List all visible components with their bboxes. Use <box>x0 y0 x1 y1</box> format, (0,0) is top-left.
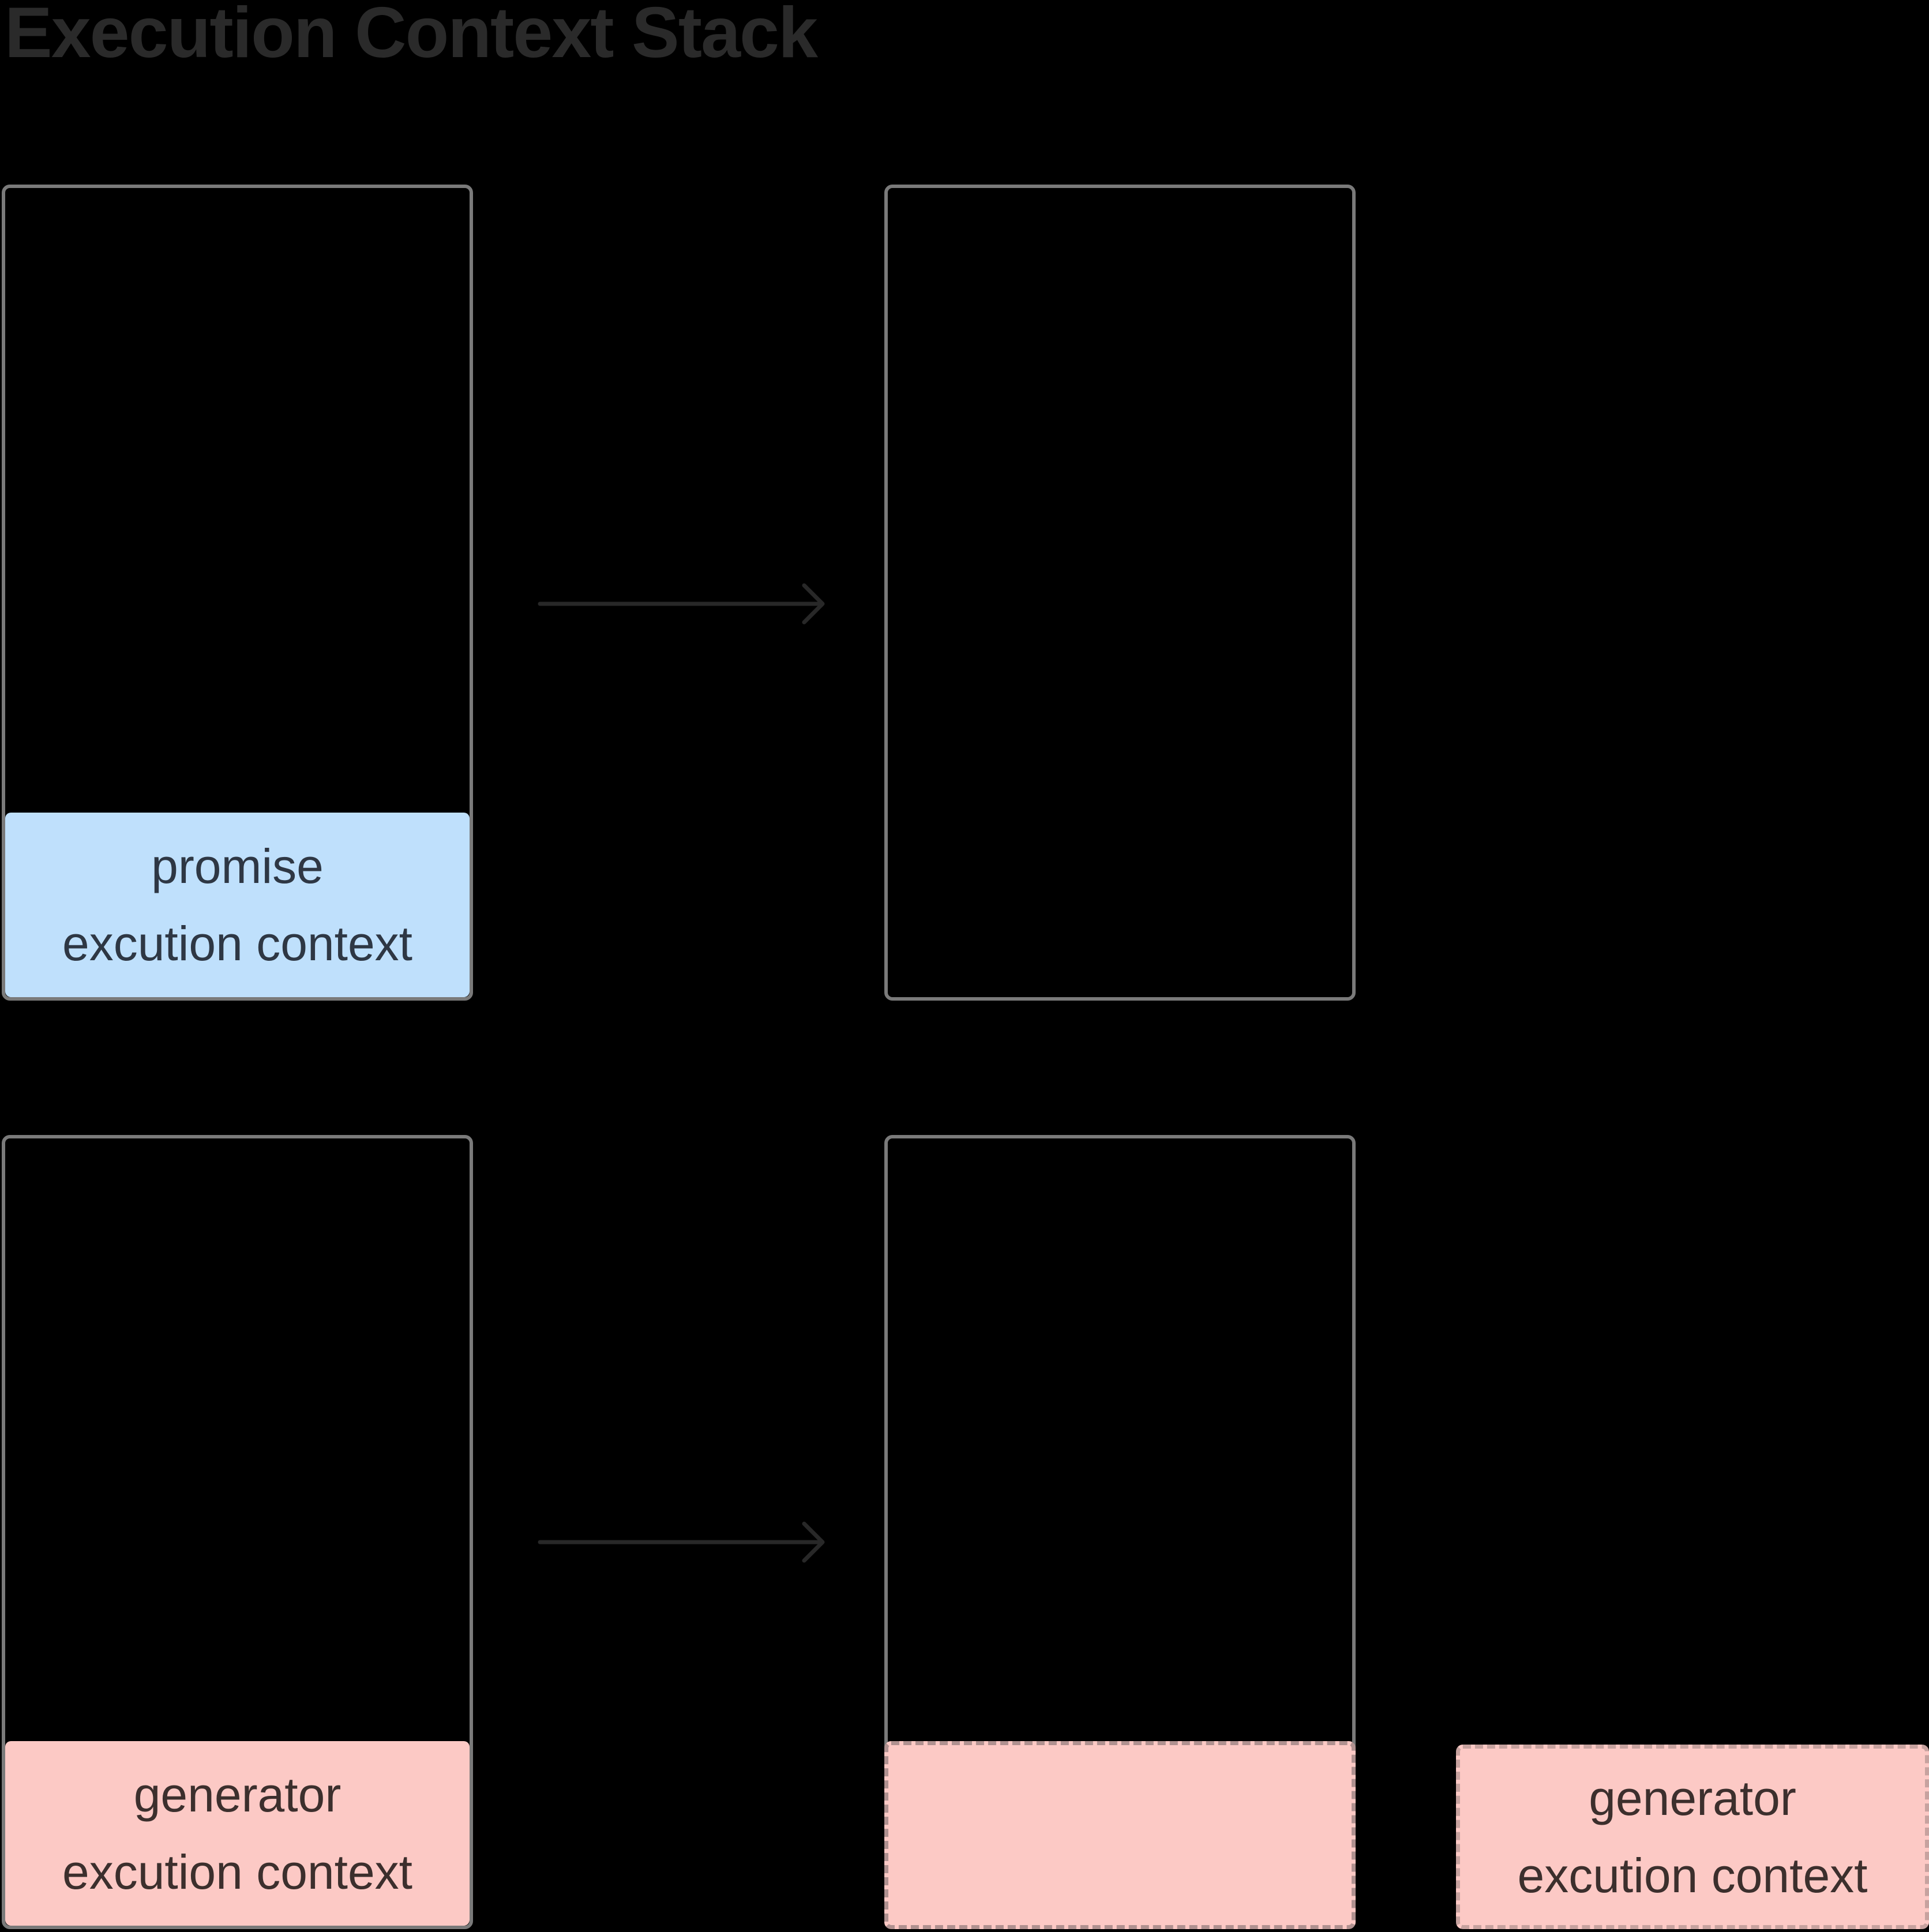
label-line: generator <box>1589 1771 1796 1825</box>
generator-execution-context-detached: generator excution context <box>1456 1745 1929 1929</box>
label-line: excution context <box>62 916 413 971</box>
stack-box-generator: generator excution context <box>2 1135 473 1929</box>
label-line: excution context <box>62 1845 413 1899</box>
generator-context-empty-slot <box>884 1741 1356 1929</box>
stack-box-generator-popped <box>884 1135 1356 1929</box>
right-arrow-icon <box>538 583 825 625</box>
label-line: excution context <box>1517 1848 1868 1903</box>
stack-box-promise: promise excution context <box>2 185 473 1001</box>
stack-box-empty-top <box>884 185 1356 1001</box>
right-arrow-icon <box>538 1521 825 1563</box>
promise-execution-context-label: promise excution context <box>5 813 470 997</box>
generator-execution-context-label: generator excution context <box>5 1741 470 1926</box>
page-title: Execution Context Stack <box>5 0 818 73</box>
label-line: promise <box>151 839 324 893</box>
label-line: generator <box>133 1768 341 1822</box>
